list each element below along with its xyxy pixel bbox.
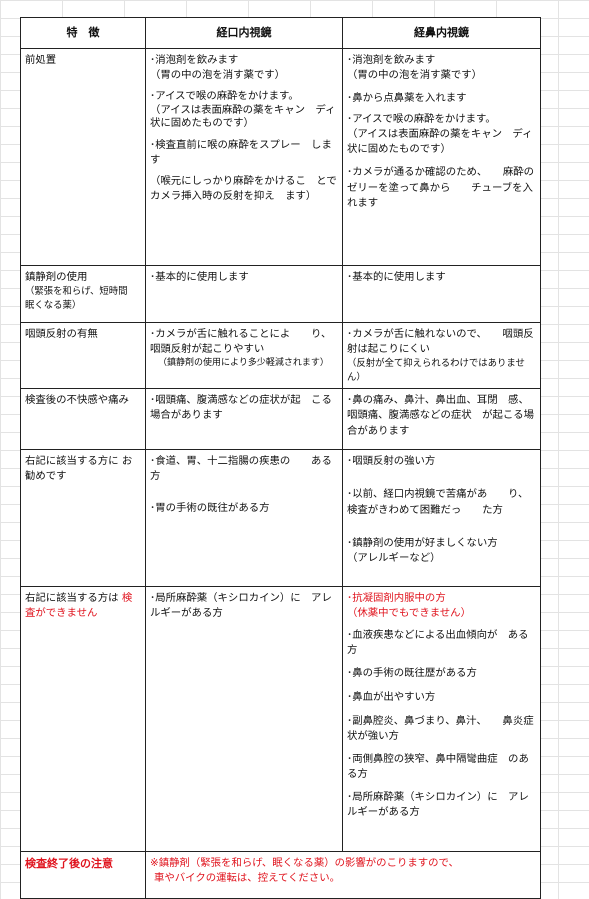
row-recommended: 右記に該当する方に お勧めです ･食道、胃、十二指腸の疾患の ある方 ･胃の手術… [20,449,541,588]
nasal-line: ･鼻の手術の既往歴がある方 [347,666,477,679]
oral-cell: ･食道、胃、十二指腸の疾患の ある方 ･胃の手術の既往がある方 [145,449,343,588]
row-not-possible: 右記に該当する方は 検査ができません ･局所麻酔薬（キシロカイン）に アレルギー… [20,586,541,853]
nasal-cell: ･咽頭反射の強い方 ･以前、経口内視鏡で苦痛があ り、検査がきわめて困難だっ た… [342,449,541,588]
nasal-warning-line: ･抗凝固剤内服中の方 [347,592,446,605]
feature-cell: 前処置 [20,48,146,266]
feature-label: 前処置 [25,54,57,66]
oral-line: ･消泡剤を飲みます [150,54,239,66]
oral-line: ･局所麻酔薬（キシロカイン）に アレルギーがある方 [150,592,332,620]
nasal-line: ･鼻の痛み、鼻汁、鼻出血、耳閉 感、咽頭痛、腹満感などの症状 が起こる場合があり… [347,394,535,437]
nasal-line: （アレルギーなど） [347,551,441,564]
feature-cell: 検査後の不快感や痛み [20,388,146,451]
caution-line: ※鎮静剤（緊張を和らげ、眠くなる薬）の影響がのこりますので、 [150,857,459,870]
caution-title: 検査終了後の注意 [25,857,113,871]
nasal-line: ･咽頭反射の強い方 [347,455,436,468]
oral-cell: ･咽頭痛、腹満感などの症状が起 こる場合があります [145,388,343,451]
nasal-line: （胃の中の泡を消す薬です） [347,69,483,82]
oral-line: ･アイスで喉の麻酔をかけます。 [150,90,299,103]
nasal-line: ･鼻血が出やすい方 [347,690,436,703]
caution-title-cell: 検査終了後の注意 [20,851,146,899]
oral-line: ･咽頭痛、腹満感などの症状が起 こる場合があります [150,394,332,422]
feature-label: 検査後の不快感や痛み [25,394,129,407]
feature-cell: 咽頭反射の有無 [20,321,146,390]
oral-line: ･カメラが舌に触れることによ り、咽頭反射が起こりやすい [150,328,332,356]
nasal-item: ･消泡剤を飲みます （胃の中の泡を消す薬です） [347,53,536,83]
feature-cell: 右記に該当する方に お勧めです [20,449,146,588]
feature-label-warning: 検査ができません [25,592,133,620]
row-after-exam-caution: 検査終了後の注意 ※鎮静剤（緊張を和らげ、眠くなる薬）の影響がのこりますので、 … [20,851,541,899]
feature-cell: 右記に該当する方は 検査ができません [20,586,146,853]
feature-label: 鎮静剤の使用 [25,271,88,283]
row-gag-reflex: 咽頭反射の有無 ･カメラが舌に触れることによ り、咽頭反射が起こりやすい （鎮静… [20,321,541,390]
oral-cell: ･カメラが舌に触れることによ り、咽頭反射が起こりやすい （鎮静剤の使用により多… [145,321,343,390]
oral-note: （鎮静剤の使用により多少軽減されます） [158,358,329,369]
nasal-warning: ･抗凝固剤内服中の方 （休薬中でもできません） [347,591,536,621]
nasal-line: ･カメラが舌に触れないので、 咽頭反射は起こりにくい [347,328,534,356]
header-row: 特 徴 経口内視鏡 経鼻内視鏡 [20,17,541,49]
oral-line: （アイスは表面麻酔の薬をキャン ディ状に固めたものです） [150,104,336,130]
nasal-line: ･基本的に使用します [347,271,446,283]
feature-label: 咽頭反射の有無 [25,328,98,340]
nasal-note: （反射が全て抑えられるわけではありません） [347,358,525,383]
nasal-item: ･アイスで喉の麻酔をかけます。 （アイスは表面麻酔の薬をキャン ディ状に固めたも… [347,112,536,157]
header-nasal-endoscope: 経鼻内視鏡 [342,17,541,49]
row-sedative: 鎮静剤の使用 （緊張を和らげ、短時間 眠くなる薬） ･基本的に使用します ･基本… [20,265,541,323]
oral-item: ･アイスで喉の麻酔をかけます。 （アイスは表面麻酔の薬をキャン ディ状に固めたも… [150,89,338,130]
oral-line: ･胃の手術の既往がある方 [150,501,270,514]
nasal-line: ･アイスで喉の麻酔をかけます。 [347,113,496,126]
row-after-discomfort: 検査後の不快感や痛み ･咽頭痛、腹満感などの症状が起 こる場合があります ･鼻の… [20,388,541,451]
caution-line: 車やバイクの運転は、控えてください。 [154,872,340,885]
nasal-cell: ･基本的に使用します [342,265,541,323]
feature-label: 右記に該当する方に お勧めです [25,455,133,483]
oral-item: ･消泡剤を飲みます （胃の中の泡を消す薬です） [150,53,338,83]
feature-label: 右記に該当する方は [25,592,122,605]
nasal-line: ･血液疾患などによる出血傾向が ある方 [347,628,529,656]
nasal-cell: ･抗凝固剤内服中の方 （休薬中でもできません） ･血液疾患などによる出血傾向が … [342,586,541,853]
oral-cell: ･局所麻酔薬（キシロカイン）に アレルギーがある方 [145,586,343,853]
nasal-line: ･消泡剤を飲みます [347,54,436,66]
feature-cell: 鎮静剤の使用 （緊張を和らげ、短時間 眠くなる薬） [20,265,146,323]
comparison-table: 特 徴 経口内視鏡 経鼻内視鏡 前処置 ･消泡剤を飲みます （胃の中の泡を消す薬… [20,17,541,899]
nasal-line: ･両側鼻腔の狭窄、鼻中隔彎曲症 のある方 [347,753,529,781]
caution-text-cell: ※鎮静剤（緊張を和らげ、眠くなる薬）の影響がのこりますので、 車やバイクの運転は… [145,851,541,899]
header-feature: 特 徴 [20,17,146,49]
header-oral-endoscope: 経口内視鏡 [145,17,343,49]
nasal-line: （アイスは表面麻酔の薬をキャン ディ状に固めたものです） [347,128,533,156]
nasal-line: ･カメラが通るか確認のため、 麻酔のゼリーを塗って鼻から チューブを入れます [347,166,535,209]
oral-line: ･食道、胃、十二指腸の疾患の ある方 [150,455,332,483]
nasal-cell: ･鼻の痛み、鼻汁、鼻出血、耳閉 感、咽頭痛、腹満感などの症状 が起こる場合があり… [342,388,541,451]
row-pretreatment: 前処置 ･消泡剤を飲みます （胃の中の泡を消す薬です） ･アイスで喉の麻酔をかけ… [20,48,541,266]
oral-line: （胃の中の泡を消す薬です） [150,69,286,82]
oral-line: （喉元にしっかり麻酔をかけるこ とでカメラ挿入時の反射を抑え ます） [150,175,337,203]
oral-cell: ･消泡剤を飲みます （胃の中の泡を消す薬です） ･アイスで喉の麻酔をかけます。 … [145,48,343,266]
nasal-warning-line: （休薬中でもできません） [347,607,471,620]
feature-sublabel: （緊張を和らげ、短時間 眠くなる薬） [25,286,137,311]
nasal-cell: ･消泡剤を飲みます （胃の中の泡を消す薬です） ･鼻から点鼻薬を入れます ･アイ… [342,48,541,266]
oral-line: ･基本的に使用します [150,271,249,283]
nasal-line: ･鼻から点鼻薬を入れます [347,92,467,105]
nasal-line: ･以前、経口内視鏡で苦痛があ り、検査がきわめて困難だっ た方 [347,488,529,516]
nasal-line: ･鎮静剤の使用が好ましくない方 [347,536,498,549]
oral-line: ･検査直前に喉の麻酔をスプレー します [150,139,332,167]
nasal-cell: ･カメラが舌に触れないので、 咽頭反射は起こりにくい （反射が全て抑えられるわけ… [342,321,541,390]
nasal-line: ･局所麻酔薬（キシロカイン）に アレルギーがある方 [347,791,529,819]
nasal-line: ･副鼻腔炎、鼻づまり、鼻汁、 鼻炎症状が強い方 [347,714,534,742]
oral-cell: ･基本的に使用します [145,265,343,323]
